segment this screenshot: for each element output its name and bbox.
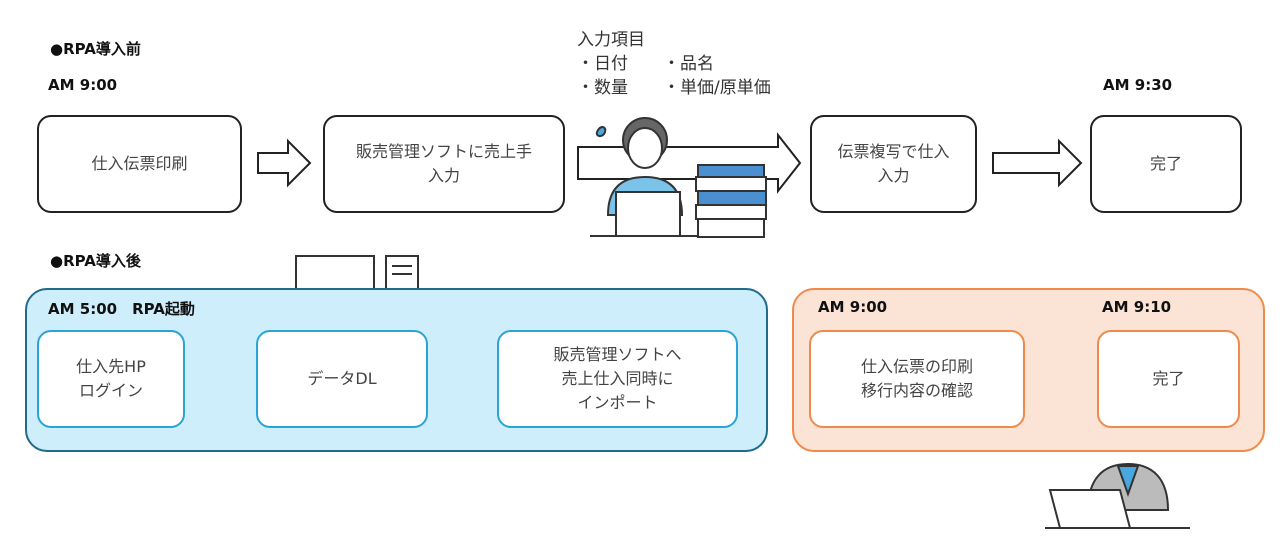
input-item: ・数量 xyxy=(577,78,628,98)
before-end-time: AM 9:30 xyxy=(1103,76,1173,94)
input-items-title: 入力項目 xyxy=(577,30,645,50)
input-item: ・単価/原単価 xyxy=(663,78,771,98)
step-done-after: 完了 xyxy=(1097,330,1240,428)
manual-start-time: AM 9:00 xyxy=(818,298,888,316)
arrow-right-icon xyxy=(257,138,312,188)
worker-illustration xyxy=(590,117,767,238)
input-items: 入力項目 ・日付 ・品名 ・数量 ・単価/原単価 xyxy=(577,28,771,100)
step-data-download: データDL xyxy=(256,330,428,428)
input-item: ・日付 xyxy=(577,54,628,74)
step-import: 販売管理ソフトへ 売上仕入同時に インポート xyxy=(497,330,738,428)
step-copy-purchase-input: 伝票複写で仕入 入力 xyxy=(810,115,977,213)
arrow-right-icon xyxy=(992,138,1083,188)
step-print-and-check: 仕入伝票の印刷 移行内容の確認 xyxy=(809,330,1025,428)
step-supplier-login: 仕入先HP ログイン xyxy=(37,330,185,428)
step-print-slip: 仕入伝票印刷 xyxy=(37,115,242,213)
input-item: ・品名 xyxy=(663,54,714,74)
rpa-start-label: AM 5:00 RPA起動 xyxy=(48,300,195,318)
step-manual-sales-input: 販売管理ソフトに売上手 入力 xyxy=(323,115,565,213)
before-start-time: AM 9:00 xyxy=(48,76,118,94)
after-heading: ●RPA導入後 xyxy=(50,252,141,270)
before-heading: ●RPA導入前 xyxy=(50,40,141,58)
step-done: 完了 xyxy=(1090,115,1242,213)
manual-end-time: AM 9:10 xyxy=(1102,298,1172,316)
